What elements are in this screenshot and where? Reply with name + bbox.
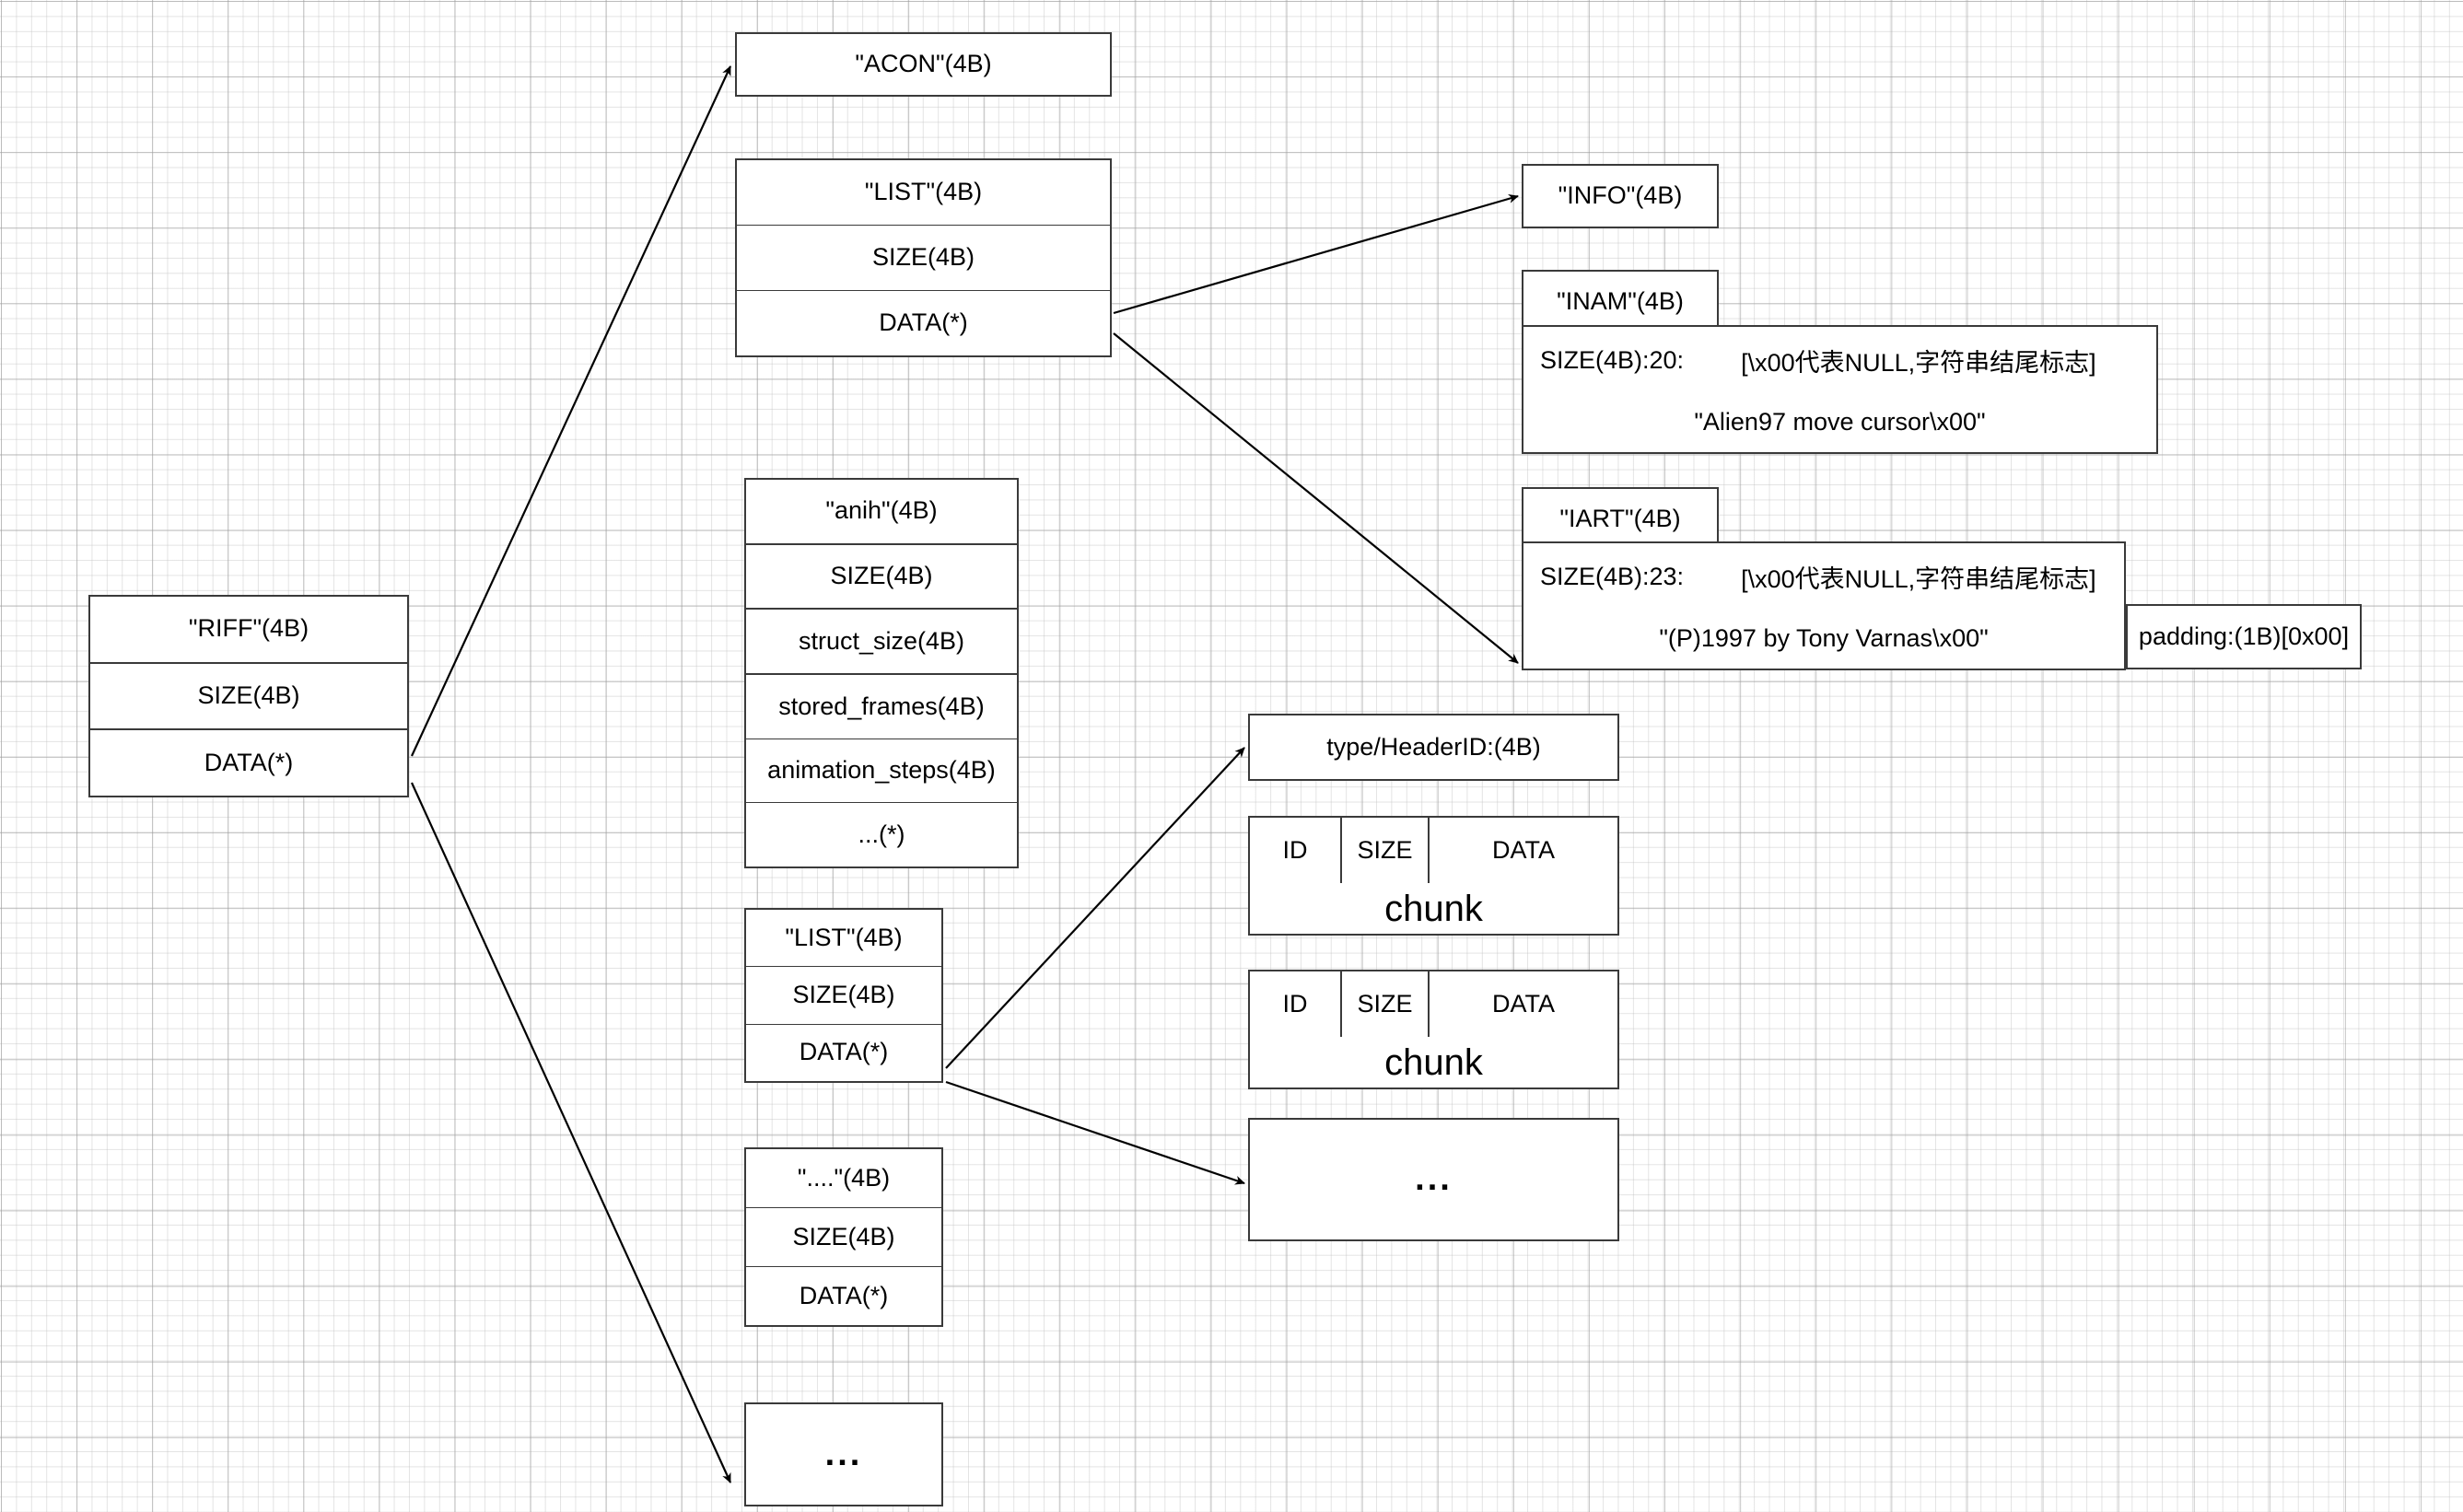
- chunk-a-col-size: SIZE: [1340, 818, 1428, 883]
- iart-size-label: SIZE(4B):23:: [1540, 562, 1685, 590]
- node-ellipsis-left: ...: [744, 1402, 943, 1506]
- edge-listtop-to-info: [1113, 193, 1519, 315]
- chunk-a-col-id: ID: [1282, 836, 1308, 864]
- info-id-row: "INFO"(4B): [1558, 181, 1683, 210]
- generic-chunk-size-row: SIZE(4B): [746, 1207, 941, 1266]
- acon-id-row: "ACON"(4B): [855, 50, 992, 78]
- node-list-bottom: "LIST"(4B) SIZE(4B) DATA(*): [744, 908, 943, 1083]
- list-top-size-row: SIZE(4B): [737, 225, 1110, 290]
- anih-size-row: SIZE(4B): [746, 542, 1017, 609]
- chunk-a-header-row: ID SIZE DATA: [1250, 818, 1617, 883]
- inam-size-row: SIZE(4B):20: [\x00代表NULL,字符串结尾标志]: [1523, 327, 2156, 394]
- node-header-id: type/HeaderID:(4B): [1248, 714, 1619, 781]
- chunk-a-label: chunk: [1384, 888, 1483, 929]
- anih-stored-frames-row: stored_frames(4B): [746, 673, 1017, 739]
- list-bottom-size-row: SIZE(4B): [746, 966, 941, 1023]
- node-chunk-a: ID SIZE DATA chunk: [1248, 816, 1619, 936]
- edge-listtop-to-iart: [1113, 332, 1519, 664]
- iart-id-row: "IART"(4B): [1559, 505, 1681, 533]
- iart-size-row: SIZE(4B):23: [\x00代表NULL,字符串结尾标志]: [1523, 543, 2124, 611]
- node-info: "INFO"(4B): [1522, 164, 1719, 228]
- chunk-b-col-data: DATA: [1428, 971, 1617, 1037]
- chunk-b-col-size: SIZE: [1340, 971, 1428, 1037]
- iart-padding-row: padding:(1B)[0x00]: [2138, 622, 2350, 650]
- generic-chunk-id-row: "...."(4B): [797, 1163, 891, 1192]
- node-iart-id: "IART"(4B): [1522, 487, 1719, 552]
- ellipsis-left-label: ...: [824, 1434, 863, 1473]
- chunk-b-label: chunk: [1384, 1041, 1483, 1083]
- riff-size-row: SIZE(4B): [90, 661, 407, 729]
- iart-value-row: "(P)1997 by Tony Varnas\x00": [1659, 624, 1989, 653]
- list-top-data-row: DATA(*): [737, 290, 1110, 355]
- anih-animation-steps-row: animation_steps(4B): [746, 738, 1017, 803]
- node-generic-chunk: "...."(4B) SIZE(4B) DATA(*): [744, 1147, 943, 1327]
- node-iart-padding: padding:(1B)[0x00]: [2126, 604, 2362, 669]
- anih-more-row: ...(*): [746, 802, 1017, 866]
- generic-chunk-data-row: DATA(*): [746, 1266, 941, 1325]
- riff-data-row: DATA(*): [90, 728, 407, 796]
- inam-size-note: [\x00代表NULL,字符串结尾标志]: [1741, 348, 2096, 377]
- node-chunk-b: ID SIZE DATA chunk: [1248, 970, 1619, 1089]
- node-anih: "anih"(4B) SIZE(4B) struct_size(4B) stor…: [744, 478, 1019, 868]
- iart-size-note: [\x00代表NULL,字符串结尾标志]: [1741, 564, 2096, 593]
- ellipsis-right-label: ...: [1415, 1159, 1453, 1199]
- node-ellipsis-right: ...: [1248, 1118, 1619, 1241]
- edge-riff-to-ellipsis: [410, 782, 732, 1483]
- inam-size-label: SIZE(4B):20:: [1540, 345, 1685, 374]
- header-id-label: type/HeaderID:(4B): [1326, 732, 1541, 761]
- riff-id-row: "RIFF"(4B): [188, 614, 309, 643]
- node-list-top: "LIST"(4B) SIZE(4B) DATA(*): [735, 158, 1112, 357]
- node-acon: "ACON"(4B): [735, 32, 1112, 97]
- anih-id-row: "anih"(4B): [825, 496, 938, 525]
- list-top-id-row: "LIST"(4B): [864, 178, 983, 206]
- edge-listbottom-to-ellipsis: [945, 1080, 1245, 1185]
- node-iart-body: SIZE(4B):23: [\x00代表NULL,字符串结尾标志] "(P)19…: [1522, 541, 2126, 670]
- chunk-b-col-id: ID: [1282, 990, 1308, 1018]
- list-bottom-data-row: DATA(*): [746, 1023, 941, 1081]
- chunk-a-col-data: DATA: [1428, 818, 1617, 883]
- edge-riff-to-acon: [411, 65, 731, 757]
- list-bottom-id-row: "LIST"(4B): [785, 923, 903, 951]
- inam-value-row: "Alien97 move cursor\x00": [1694, 408, 1986, 436]
- anih-struct-size-row: struct_size(4B): [746, 608, 1017, 673]
- inam-id-row: "INAM"(4B): [1557, 287, 1684, 316]
- node-riff: "RIFF"(4B) SIZE(4B) DATA(*): [88, 595, 409, 797]
- node-inam-body: SIZE(4B):20: [\x00代表NULL,字符串结尾标志] "Alien…: [1522, 325, 2158, 454]
- chunk-b-header-row: ID SIZE DATA: [1250, 971, 1617, 1037]
